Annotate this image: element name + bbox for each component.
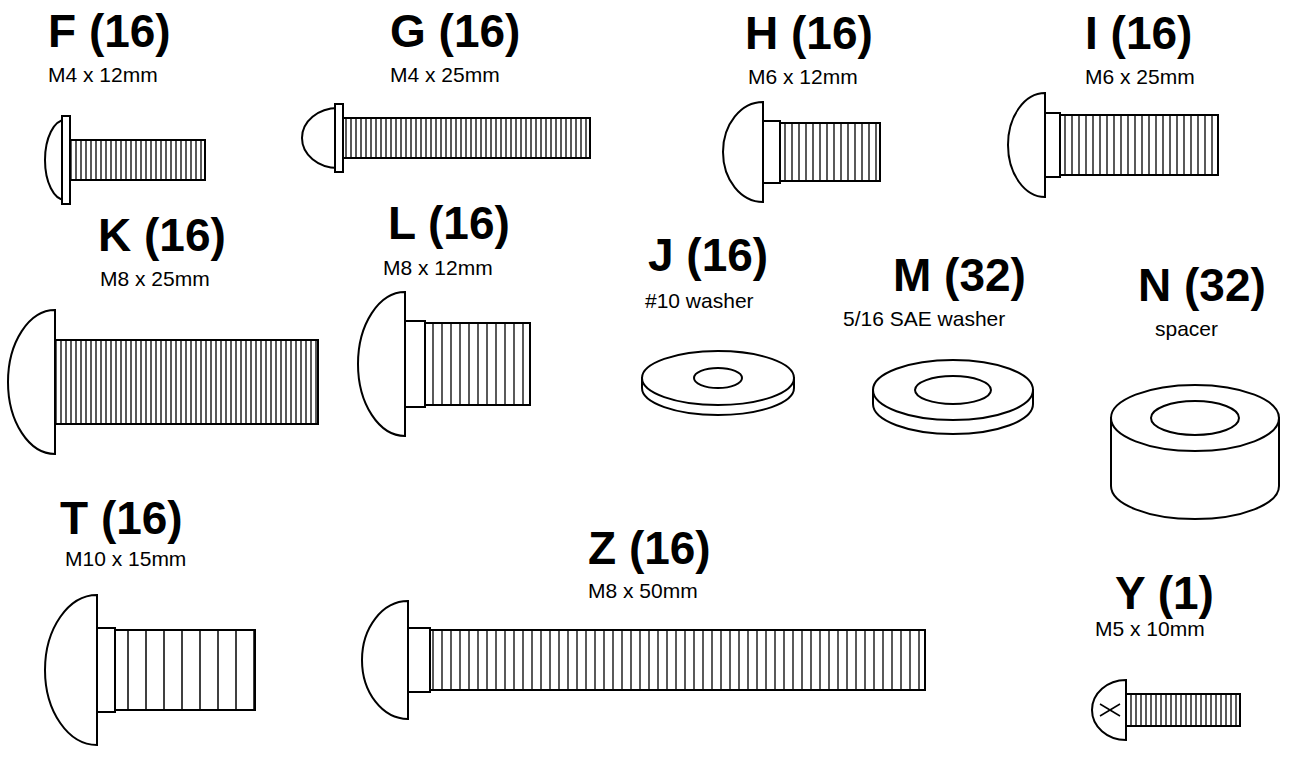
part-callout: F (16) xyxy=(48,8,171,54)
part-callout: G (16) xyxy=(390,8,520,54)
bolt-neck xyxy=(763,121,780,183)
bolt-head xyxy=(1008,93,1045,197)
part-spec: spacer xyxy=(1155,318,1218,339)
bolt-head xyxy=(45,595,97,745)
bolt-thread xyxy=(1126,694,1240,726)
washer-hole xyxy=(1151,401,1239,435)
bolt-head xyxy=(8,310,55,454)
part-callout: N (32) xyxy=(1138,262,1266,308)
bolt-neck xyxy=(1045,113,1060,177)
bolt-neck xyxy=(408,628,430,692)
bolt-shank xyxy=(425,323,530,405)
phillips-slot xyxy=(1100,704,1120,716)
bolt-shank xyxy=(1126,694,1240,726)
bolt-neck xyxy=(405,321,425,407)
part-callout: Z (16) xyxy=(588,525,711,571)
bolt-flange xyxy=(62,116,70,204)
parts-group xyxy=(8,93,1279,745)
washer-face xyxy=(873,360,1033,420)
part-spec: M8 x 12mm xyxy=(383,257,493,278)
phillips-slot xyxy=(1100,704,1120,716)
part-callout: T (16) xyxy=(60,495,183,541)
part-callout: Y (1) xyxy=(1115,570,1214,616)
washer-hole xyxy=(694,368,742,388)
bolt-flange xyxy=(335,104,343,172)
bolt-head xyxy=(302,108,338,168)
bolt-shank xyxy=(115,630,255,710)
part-spec: M8 x 50mm xyxy=(588,580,698,601)
washer-hole xyxy=(915,376,991,404)
part-spec: M4 x 12mm xyxy=(48,64,158,85)
bolt-thread xyxy=(338,118,590,158)
part-spec: #10 washer xyxy=(645,290,754,311)
bolt-thread xyxy=(780,123,880,181)
bolt-head xyxy=(358,292,405,436)
part-spec: M4 x 25mm xyxy=(390,64,500,85)
bolt-head xyxy=(723,102,763,202)
part-spec: M10 x 15mm xyxy=(65,548,186,569)
washer-face xyxy=(642,351,794,405)
part-callout: M (32) xyxy=(893,252,1026,298)
bolt-thread xyxy=(65,140,205,180)
part-spec: M8 x 25mm xyxy=(100,268,210,289)
washer-face xyxy=(1111,385,1279,451)
bolt-head xyxy=(1092,680,1126,740)
bolt-shank xyxy=(1060,115,1218,175)
bolt-shank xyxy=(780,123,880,181)
bolt-neck xyxy=(97,628,115,712)
bolt-thread xyxy=(55,340,318,424)
bolt-thread xyxy=(425,323,530,405)
part-callout: L (16) xyxy=(388,200,510,246)
bolt-shank xyxy=(338,118,590,158)
bolt-shank xyxy=(430,630,925,690)
part-spec: M6 x 12mm xyxy=(748,66,858,87)
bolt-head xyxy=(362,601,408,719)
part-spec: M6 x 25mm xyxy=(1085,66,1195,87)
bolt-thread xyxy=(430,630,925,690)
part-callout: H (16) xyxy=(745,10,873,56)
part-spec: M5 x 10mm xyxy=(1095,618,1205,639)
part-callout: J (16) xyxy=(648,232,768,278)
bolt-thread xyxy=(1060,115,1218,175)
bolt-shank xyxy=(55,340,318,424)
part-callout: I (16) xyxy=(1085,10,1192,56)
bolt-shank xyxy=(65,140,205,180)
part-callout: K (16) xyxy=(98,212,226,258)
bolt-thread xyxy=(115,630,255,710)
part-spec: 5/16 SAE washer xyxy=(843,308,1005,329)
